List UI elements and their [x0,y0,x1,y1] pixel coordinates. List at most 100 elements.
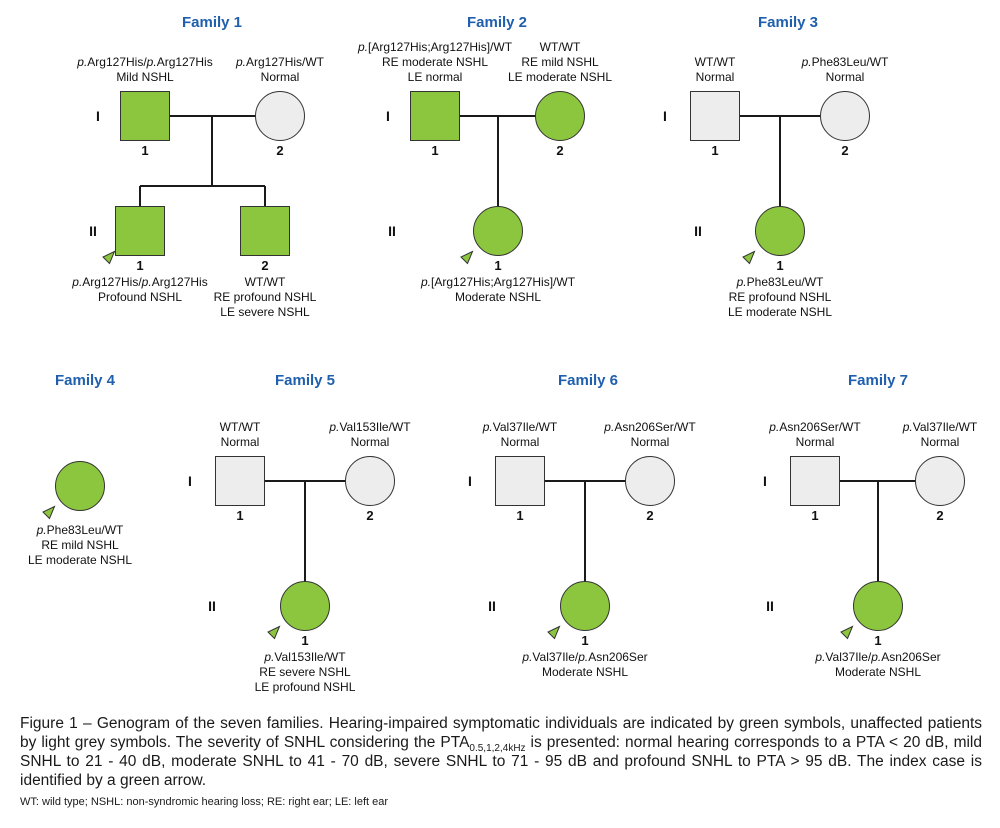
family-title: Family 6 [557,372,619,389]
family1-individual-II-1-symbol [115,206,165,256]
individual-number: 1 [431,143,439,158]
individual-number: 1 [141,143,149,158]
phenotype-label: Moderate NSHL [454,290,542,304]
genotype-label: p.Phe83Leu/WT [736,275,824,289]
phenotype-label: LE moderate NSHL [727,305,833,319]
sibship-line [140,185,265,187]
index-arrow-icon [266,625,281,640]
phenotype-label: RE moderate NSHL [381,55,489,69]
generation-label: II [766,598,774,614]
phenotype-label: Normal [695,70,735,84]
index-arrow-icon [459,250,474,265]
descent-line [264,186,266,207]
genotype-label: WT/WT [539,40,581,54]
descent-line [211,116,213,186]
genotype-label: p.Val37Ile/p.Asn206Ser [815,650,941,664]
generation-label: II [694,223,702,239]
family1-individual-I-2-symbol [255,91,305,141]
figure-footnote: WT: wild type; NSHL: non-syndromic heari… [20,796,389,808]
generation-label: II [388,223,396,239]
family1-individual-I-1-symbol [120,91,170,141]
genotype-label: p.Val153Ile/WT [329,420,411,434]
family6-individual-I-1-symbol [495,456,545,506]
genotype-label: WT/WT [694,55,736,69]
family5-individual-II-1-symbol [280,581,330,631]
family-title: Family 3 [757,14,819,31]
generation-label: I [663,108,667,124]
family5-individual-I-1-symbol [215,456,265,506]
phenotype-label: RE profound NSHL [728,290,832,304]
family3-individual-I-2-symbol [820,91,870,141]
index-arrow-icon [41,505,56,520]
phenotype-label: Moderate NSHL [541,665,629,679]
phenotype-label: Normal [630,435,670,449]
individual-number: 1 [236,508,244,523]
phenotype-label: RE mild NSHL [521,55,599,69]
index-arrow-icon [101,250,116,265]
genotype-label: p.[Arg127His;Arg127His]/WT [357,40,513,54]
phenotype-label: RE mild NSHL [41,538,119,552]
genotype-label: p.Asn206Ser/WT [769,420,861,434]
individual-number: 1 [776,258,784,273]
index-arrow-icon [546,625,561,640]
phenotype-label: Normal [795,435,835,449]
family3-individual-II-1-symbol [755,206,805,256]
family-title: Family 1 [181,14,243,31]
phenotype-label: Normal [920,435,960,449]
genotype-label: p.Phe83Leu/WT [36,523,124,537]
caption-subscript: 0.5,1,2,4kHz [469,743,526,755]
family-title: Family 4 [54,372,116,389]
descent-line [139,186,141,207]
genotype-label: p.Asn206Ser/WT [604,420,696,434]
phenotype-label: LE profound NSHL [254,680,356,694]
individual-number: 2 [261,258,269,273]
figure-caption: Figure 1 – Genogram of the seven familie… [20,714,982,790]
descent-line [584,481,586,582]
descent-line [497,116,499,207]
phenotype-label: Normal [500,435,540,449]
descent-line [877,481,879,582]
index-arrow-icon [741,250,756,265]
individual-number: 1 [711,143,719,158]
family6-individual-II-1-symbol [560,581,610,631]
genotype-label: p.Val153Ile/WT [264,650,346,664]
phenotype-label: Profound NSHL [97,290,183,304]
individual-number: 1 [516,508,524,523]
family7-individual-II-1-symbol [853,581,903,631]
phenotype-label: LE severe NSHL [220,305,310,319]
phenotype-label: Normal [350,435,390,449]
phenotype-label: Normal [260,70,300,84]
genotype-label: p.Val37Ile/WT [902,420,978,434]
phenotype-label: RE severe NSHL [259,665,351,679]
genotype-label: p.Arg127His/p.Arg127His [72,275,208,289]
phenotype-label: LE moderate NSHL [507,70,613,84]
genotype-label: p.[Arg127His;Arg127His]/WT [420,275,576,289]
genotype-label: p.Arg127His/WT [235,55,325,69]
individual-number: 2 [936,508,944,523]
caption-text: Figure 1 – Genogram of the seven familie… [20,715,982,751]
family-title: Family 5 [274,372,336,389]
generation-label: I [386,108,390,124]
descent-line [304,481,306,582]
family-title: Family 7 [847,372,909,389]
individual-number: 2 [646,508,654,523]
